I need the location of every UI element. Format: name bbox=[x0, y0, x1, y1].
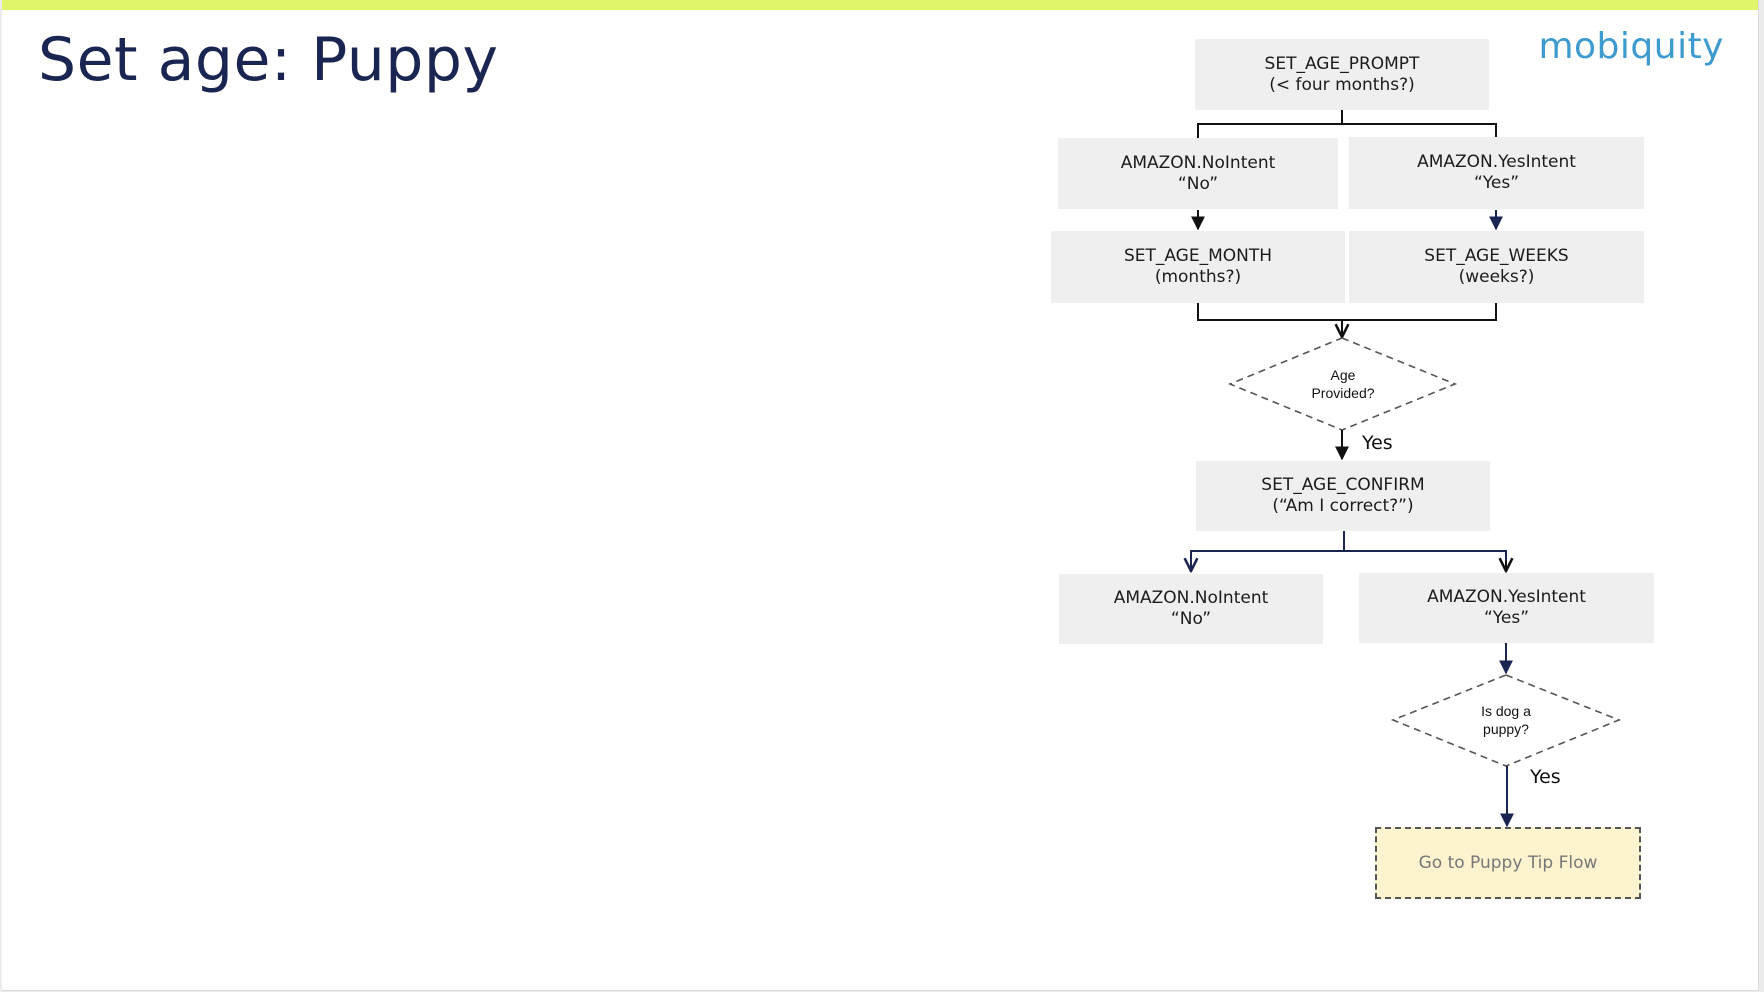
set-age-month-node: SET_AGE_MONTH (months?) bbox=[1051, 231, 1345, 303]
age-provided-label: Age Provided? bbox=[1311, 367, 1375, 401]
set-age-confirm-node: SET_AGE_CONFIRM (“Am I correct?”) bbox=[1196, 461, 1490, 531]
yes-intent-node-1: AMAZON.YesIntent “Yes” bbox=[1349, 137, 1644, 209]
mobiquity-logo: mobiquity bbox=[1538, 26, 1724, 67]
slide-title: Set age: Puppy bbox=[38, 25, 499, 95]
connector-confirm-split bbox=[1190, 531, 1507, 570]
age-provided-yes-label: Yes bbox=[1362, 432, 1393, 454]
no-intent-node-2: AMAZON.NoIntent “No” bbox=[1059, 574, 1323, 644]
puppy-tip-flow-node: Go to Puppy Tip Flow bbox=[1375, 827, 1641, 899]
yes-intent-node-2: AMAZON.YesIntent “Yes” bbox=[1359, 573, 1654, 643]
connector-prompt-split bbox=[1197, 110, 1497, 138]
set-age-weeks-node: SET_AGE_WEEKS (weeks?) bbox=[1349, 231, 1644, 303]
is-puppy-label: Is dog a puppy? bbox=[1481, 703, 1531, 737]
no-intent-node-1: AMAZON.NoIntent “No” bbox=[1058, 138, 1338, 209]
connector-merge bbox=[1197, 303, 1497, 321]
is-puppy-yes-label: Yes bbox=[1530, 766, 1561, 788]
accent-bar bbox=[2, 0, 1758, 10]
set-age-prompt-node: SET_AGE_PROMPT (< four months?) bbox=[1195, 39, 1489, 110]
